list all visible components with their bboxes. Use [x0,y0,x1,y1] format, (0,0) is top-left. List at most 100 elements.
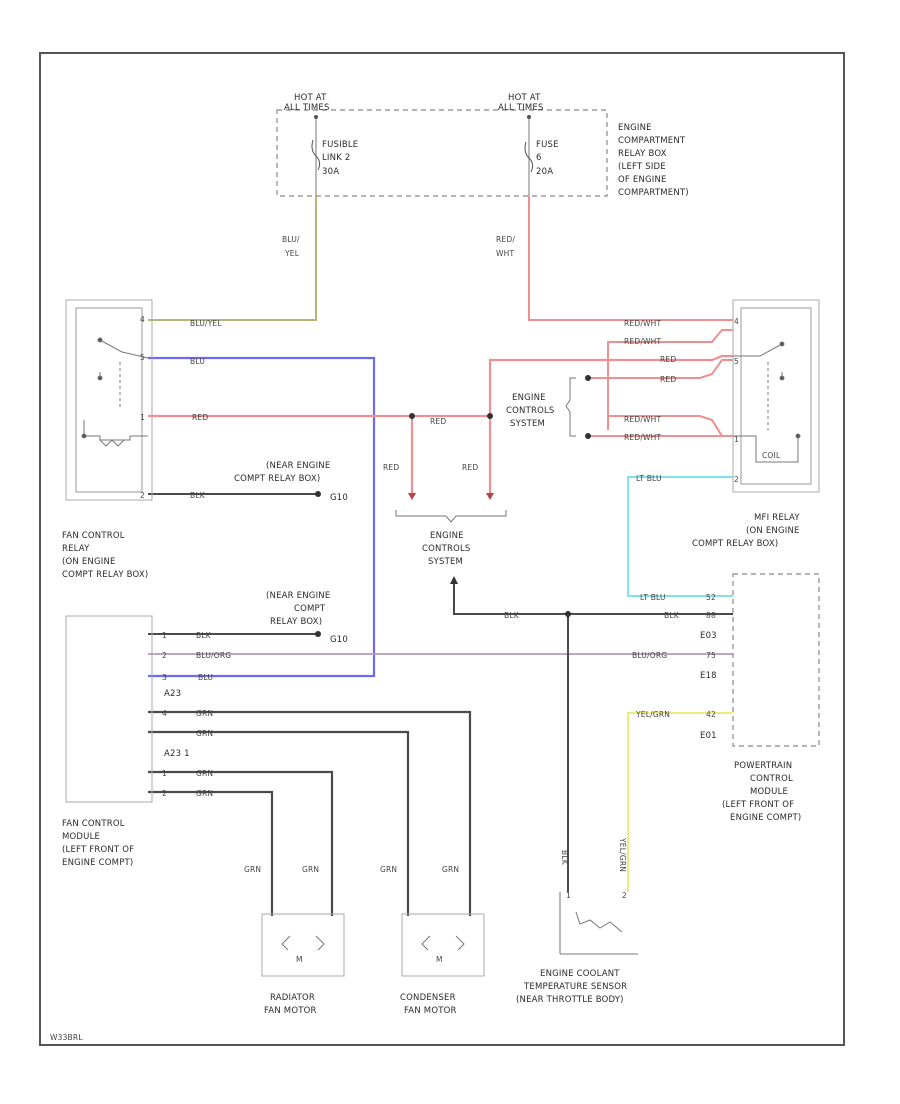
fan-relay-pin-1: 1 [140,413,145,422]
svg-text:FAN CONTROL: FAN CONTROL [62,819,125,829]
wire-label-blk-1: BLK [190,491,206,500]
ect-label-3: (NEAR THROTTLE BODY) [516,995,624,1005]
fuse-icon [524,141,534,173]
svg-text:MODULE: MODULE [62,832,100,842]
fan-control-module [65,615,153,803]
wire-label-red-wht-2: WHT [496,249,514,258]
fan-relay-switch-icon [81,337,149,447]
ecs-mid-line2: CONTROLS [506,406,555,416]
wire-red-wht-main [528,196,733,321]
ecs-mid-line3: SYSTEM [510,419,545,429]
svg-text:(ON ENGINE: (ON ENGINE [746,526,800,536]
wire-grn-2 [148,730,410,916]
svg-text:(LEFT FRONT OF: (LEFT FRONT OF [62,845,134,855]
wire-label-rw-6: RED/WHT [624,433,662,442]
wire-label-red-drop-2: RED [462,463,478,472]
diagram-frame [39,52,845,1046]
ground1-id: G10 [330,493,348,503]
ground2-line2: COMPT [294,604,326,614]
fuse2-line3: 20A [536,167,553,177]
condenser-label-2: FAN MOTOR [404,1006,457,1016]
fan-control-relay-outer [65,299,153,501]
wire-label-lt-blu-2: LT BLU [640,593,666,602]
wire-label-red-main: RED [192,413,208,422]
wire-label-grn-8: GRN [442,865,459,874]
svg-text:CONTROL: CONTROL [750,774,793,784]
radiator-label-2: FAN MOTOR [264,1006,317,1016]
svg-text:FAN CONTROL: FAN CONTROL [62,531,125,541]
wire-label-grn-1: GRN [196,709,213,718]
svg-text:ENGINE: ENGINE [618,123,652,133]
fcm-connector-a23: A23 [164,689,181,699]
fcm-connector-a23-1: A23 1 [164,749,190,759]
fan-relay-pin-2: 2 [140,491,145,500]
fuse2-line2: 6 [536,153,542,163]
condenser-label-1: CONDENSER [400,993,456,1003]
wire-label-rw-1: RED/WHT [624,319,662,328]
fan-relay-pin-4: 4 [140,315,145,324]
wire-label-blu-top: BLU [190,357,205,366]
fuse1-line3: 30A [322,167,339,177]
hot-label-1-line2: ALL TIMES [284,103,330,113]
mfi-relay-inner [740,307,812,485]
svg-text:(LEFT FRONT OF: (LEFT FRONT OF [722,800,794,810]
svg-text:COMPT RELAY BOX): COMPT RELAY BOX) [692,539,778,549]
wire-label-blu-bottom: BLU [198,673,213,682]
wire-label-lt-blu-1: LT BLU [636,474,662,483]
wire-label-blu-yel-1: BLU/ [282,235,300,244]
ground1-line2: COMPT RELAY BOX) [234,474,320,484]
fcm-pin-1b: 1 [162,769,167,778]
wire-grn-1 [148,710,472,916]
wire-label-rw-5: RED/WHT [624,415,662,424]
wire-blu-yel [148,196,317,321]
wire-label-blk-3: BLK [504,611,520,620]
wire-grn-4 [148,790,274,916]
svg-text:ENGINE COMPT): ENGINE COMPT) [62,858,133,868]
fan-control-relay-label: FAN CONTROL RELAY (ON ENGINE COMPT RELAY… [62,531,148,580]
fcm-pin-4: 4 [162,709,167,718]
hot-label-2-line2: ALL TIMES [498,103,544,113]
hot-label-2-line1: HOT AT [508,93,541,103]
pcm-pin-88: 88 [706,611,716,620]
ecs-bottom-bracket [395,510,507,523]
ect-sensor-symbol [559,892,638,955]
wire-label-grn-7: GRN [380,865,397,874]
ground2-id: G10 [330,635,348,645]
pcm-conn-e03: E03 [700,631,717,641]
relay-box-label: ENGINE COMPARTMENT RELAY BOX (LEFT SIDE … [618,123,689,198]
wire-label-red-wht-1: RED/ [496,235,515,244]
wire-red-branch-3 [588,359,733,379]
ground2-line3: RELAY BOX) [270,617,322,627]
fcm-pin-2b: 2 [162,789,167,798]
fcm-pin-2: 2 [162,651,167,660]
mfi-pin-5: 5 [734,357,739,366]
condenser-fan-motor-box [401,913,485,977]
pcm-pin-42: 42 [706,710,716,719]
svg-text:POWERTRAIN: POWERTRAIN [734,761,792,771]
ecs-bottom-line2: CONTROLS [422,544,471,554]
svg-text:OF ENGINE: OF ENGINE [618,175,667,185]
wire-label-blk-5: BLK [560,850,569,866]
wire-red-drop-2 [488,354,733,498]
mfi-pin-2: 2 [734,475,739,484]
relay-box-outline [276,109,608,197]
wire-red-wht-branch-1 [607,329,733,430]
ect-pin-2: 2 [622,891,627,900]
svg-text:COMPARTMENT): COMPARTMENT) [618,188,689,198]
condenser-motor-icon [421,935,465,951]
wire-blu [148,356,376,678]
radiator-fan-motor-box [261,913,345,977]
wire-label-r-3: RED [660,355,676,364]
pcm-conn-e18: E18 [700,671,717,681]
fuse1-line2: LINK 2 [322,153,351,163]
mfi-relay-outer [732,299,820,493]
svg-text:COMPARTMENT: COMPARTMENT [618,136,686,146]
wire-label-grn-2: GRN [196,729,213,738]
ecs-bottom-line1: ENGINE [430,531,464,541]
wire-label-grn-3: GRN [196,769,213,778]
diagram-id-code: W33BRL [50,1033,83,1042]
wire-label-blu-org-2: BLU/ORG [632,651,667,660]
fuse1-line1: FUSIBLE [322,140,358,150]
